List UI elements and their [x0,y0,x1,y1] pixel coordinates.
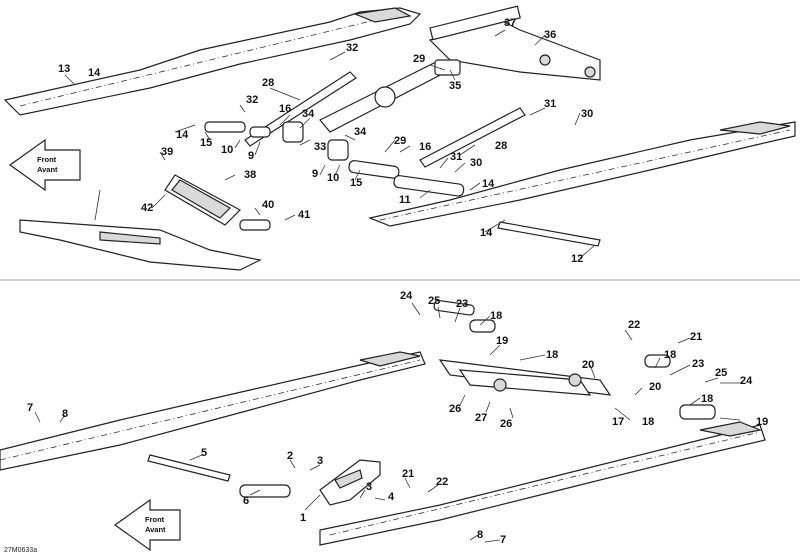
callout: 41 [298,209,310,221]
callout: 21 [690,331,702,343]
shock-absorber-top [319,59,452,133]
callout: 18 [546,349,558,361]
shafts-top [204,59,465,197]
callout: 23 [692,358,704,370]
avant-label: Avant [145,525,166,534]
callout: 29 [394,135,406,147]
front-label: Front [37,155,57,164]
callout: 4 [388,491,395,503]
callout: 1 [300,512,306,524]
callout: 17 [612,416,624,428]
callout: 22 [628,319,640,331]
callout: 19 [496,335,508,347]
callout: 34 [302,108,315,120]
front-arm-assembly [428,5,601,81]
callout: 26 [500,418,512,430]
lead-lines-top [64,29,596,259]
callout: 9 [312,168,318,180]
callout: 7 [27,402,33,414]
left-rail-bottom [0,351,426,471]
callout: 28 [495,140,507,152]
front-arrow-bottom: Front Avant [113,498,181,552]
callout: 25 [428,295,440,307]
callout: 20 [649,381,661,393]
callout: 3 [366,481,372,493]
callout: 27 [475,412,487,424]
callout: 16 [419,141,431,153]
rear-arm-bottom [438,359,612,396]
front-arrow-top: Front Avant [8,138,81,192]
callout: 8 [477,529,483,541]
avant-label: Avant [37,165,58,174]
callouts-top: 37 36 32 13 14 29 28 35 32 16 34 31 30 1… [58,17,593,265]
rear-shock-assembly [164,174,271,231]
callout: 10 [327,172,339,184]
callout: 8 [62,408,68,420]
callout: 18 [701,393,713,405]
callout: 36 [544,29,556,41]
callout: 13 [58,63,70,75]
callout: 31 [450,151,462,163]
callout: 42 [141,202,153,214]
callout: 14 [88,67,101,79]
callout: 22 [436,476,448,488]
right-rail-bottom [319,421,766,546]
callout: 12 [571,253,583,265]
callout: 37 [504,17,516,29]
callout: 15 [350,177,362,189]
callout: 18 [664,349,676,361]
linkage-rods [244,71,601,247]
callout: 3 [317,455,323,467]
callouts-bottom: 24 25 23 18 22 21 19 18 20 18 23 25 24 2… [27,290,768,546]
center-bracket-bottom [319,459,381,506]
callout: 16 [279,103,291,115]
left-rear-arm [19,219,262,271]
callout: 14 [482,178,495,190]
callout: 26 [449,403,461,415]
lead-lines-bottom [34,302,743,543]
callout: 14 [176,129,189,141]
callout: 32 [246,94,258,106]
callout: 40 [262,199,274,211]
callout: 19 [756,416,768,428]
front-label: Front [145,515,165,524]
callout: 5 [201,447,207,459]
callout: 31 [544,98,556,110]
callout: 20 [582,359,594,371]
right-rail-top [367,121,796,227]
callout: 18 [490,310,502,322]
callout: 7 [500,534,506,546]
callout: 2 [287,450,293,462]
callout: 25 [715,367,727,379]
figure-code: 27M0633a [4,547,37,554]
callout: 28 [262,77,274,89]
callout: 30 [581,108,593,120]
callout: 32 [346,42,358,54]
callout: 23 [456,298,468,310]
callout: 9 [248,150,254,162]
callout: 24 [400,290,413,302]
callout: 6 [243,495,249,507]
callout: 29 [413,53,425,65]
callout: 21 [402,468,414,480]
callout: 33 [314,141,326,153]
callout: 34 [354,126,367,138]
callout: 38 [244,169,256,181]
callout: 10 [221,144,233,156]
callout: 35 [449,80,461,92]
left-rail-top [3,7,422,116]
callout: 11 [399,194,411,206]
callout: 18 [642,416,654,428]
callout: 15 [200,137,212,149]
callout: 30 [470,157,482,169]
callout: 39 [161,146,173,158]
shafts-bottom [147,299,716,498]
callout: 24 [740,375,753,387]
callout: 14 [480,227,493,239]
